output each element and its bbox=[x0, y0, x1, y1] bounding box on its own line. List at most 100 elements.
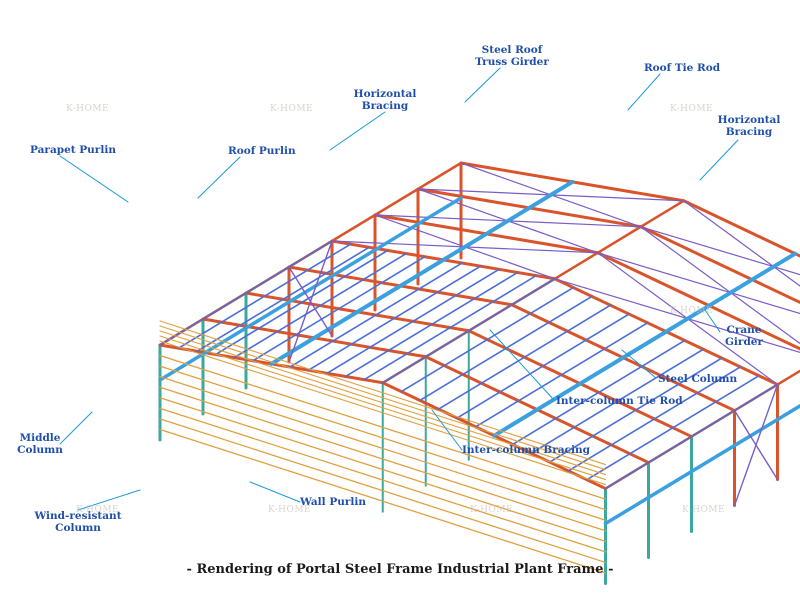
watermark-logo: K-HOME bbox=[670, 306, 714, 316]
roof-purlin bbox=[530, 348, 705, 455]
eave-beam bbox=[373, 187, 420, 217]
parapet-purlin bbox=[159, 325, 607, 471]
label-steel-roof-truss-girder: Steel Roof Truss Girder bbox=[462, 44, 562, 68]
leader-line bbox=[249, 481, 301, 503]
roof-purlin bbox=[586, 374, 760, 481]
roof-purlin bbox=[326, 268, 500, 375]
roof-rafter bbox=[484, 232, 600, 255]
label-line: Roof Purlin bbox=[228, 145, 296, 157]
leader-line bbox=[59, 411, 93, 445]
watermark-logo: K-HOME bbox=[66, 104, 110, 114]
roof-rafter bbox=[707, 304, 800, 351]
leader-line bbox=[704, 309, 721, 333]
wall-purlin bbox=[159, 418, 607, 564]
wall-purlin bbox=[159, 397, 607, 542]
leader-line bbox=[197, 156, 241, 199]
wall-purlin bbox=[159, 428, 607, 574]
label-inter-column-tie-rod: Inter-column Tie Rod bbox=[556, 395, 683, 407]
wall-purlin bbox=[159, 365, 607, 511]
eave-beam bbox=[776, 369, 800, 386]
label-horizontal-bracing-top: Horizontal Bracing bbox=[350, 88, 420, 112]
label-parapet-purlin: Parapet Purlin bbox=[30, 144, 116, 156]
parapet-purlin bbox=[159, 335, 607, 481]
roof-purlin bbox=[159, 240, 333, 346]
label-line: Column bbox=[55, 522, 101, 534]
label-line: Inter-column Bracing bbox=[462, 444, 590, 456]
crane-girder bbox=[158, 196, 463, 382]
roof-rafter bbox=[416, 187, 531, 210]
label-line: Parapet Purlin bbox=[30, 144, 116, 156]
roof-rafter bbox=[750, 278, 800, 305]
label-line: Wind-resistant bbox=[34, 510, 122, 522]
roof-purlin bbox=[289, 262, 463, 368]
roof-purlin bbox=[252, 255, 426, 362]
eave-beam bbox=[639, 199, 685, 229]
roof-purlin bbox=[474, 322, 649, 428]
label-wall-purlin: Wall Purlin bbox=[300, 496, 366, 508]
label-roof-tie-rod: Roof Tie Rod bbox=[642, 62, 722, 74]
roof-rafter bbox=[793, 252, 800, 258]
roof-rafter bbox=[459, 161, 574, 184]
eave-beam bbox=[596, 225, 642, 255]
roof-purlin bbox=[419, 295, 593, 402]
label-line: Wall Purlin bbox=[300, 496, 366, 508]
label-line: Horizontal bbox=[353, 88, 417, 100]
roof-purlin bbox=[456, 313, 630, 419]
label-line: Crane bbox=[726, 324, 762, 336]
label-line: Steel Roof bbox=[481, 44, 543, 56]
roof-purlin bbox=[511, 339, 686, 446]
leader-line bbox=[464, 67, 501, 103]
leader-line bbox=[329, 111, 386, 151]
label-steel-column: Steel Column bbox=[658, 373, 737, 385]
label-roof-purlin: Roof Purlin bbox=[228, 145, 296, 157]
roof-rafter bbox=[682, 199, 797, 256]
label-wind-resistant-column: Wind-resistant Column bbox=[30, 510, 126, 534]
parapet-purlin bbox=[159, 330, 607, 476]
inter-column-bracing bbox=[733, 409, 779, 481]
label-line: Bracing bbox=[361, 100, 409, 112]
roof-rafter bbox=[527, 206, 643, 229]
label-crane-girder: Crane Girder bbox=[714, 324, 774, 348]
inter-column-bracing bbox=[288, 266, 333, 337]
label-line: Roof Tie Rod bbox=[643, 62, 721, 74]
roof-purlin bbox=[400, 286, 575, 393]
label-inter-column-bracing: Inter-column Bracing bbox=[462, 444, 590, 456]
label-line: Horizontal bbox=[717, 114, 781, 126]
parapet-purlin bbox=[159, 340, 607, 486]
eave-beam bbox=[553, 251, 599, 281]
wall-purlin bbox=[159, 386, 607, 532]
roof-purlin bbox=[381, 277, 556, 384]
label-middle-column: Middle Column bbox=[12, 432, 68, 456]
roof-purlin bbox=[567, 366, 742, 472]
roof-purlin bbox=[437, 304, 612, 411]
roof-purlin bbox=[307, 265, 482, 371]
roof-purlin bbox=[549, 357, 723, 463]
watermark-logo: K-HOME bbox=[682, 505, 726, 515]
figure-caption: - Rendering of Portal Steel Frame Indust… bbox=[186, 562, 614, 577]
leader-line bbox=[621, 349, 657, 379]
label-line: Bracing bbox=[725, 126, 773, 138]
leader-line bbox=[77, 489, 141, 511]
watermark-logo: K-HOME bbox=[670, 104, 714, 114]
roof-rafter bbox=[570, 180, 686, 203]
label-line: Inter-column Tie Rod bbox=[556, 395, 683, 407]
eave-beam bbox=[416, 161, 463, 191]
parapet-purlin bbox=[159, 320, 607, 466]
wall-purlin bbox=[159, 354, 607, 500]
label-line: Steel Column bbox=[658, 373, 738, 385]
roof-purlin bbox=[344, 271, 519, 378]
roof-tie-rod bbox=[492, 251, 798, 438]
roof-purlin bbox=[363, 274, 537, 381]
eave-beam bbox=[330, 213, 377, 243]
crane-girder bbox=[603, 403, 800, 526]
leader-line bbox=[59, 155, 129, 203]
roof-rafter bbox=[596, 251, 711, 308]
leader-lines bbox=[59, 67, 739, 511]
roof-purlin bbox=[604, 383, 779, 490]
watermark-logo: K-HOME bbox=[76, 505, 120, 515]
roof-purlin bbox=[177, 243, 352, 349]
label-line: Girder bbox=[724, 336, 764, 348]
leader-line bbox=[699, 139, 739, 181]
roof-purlin bbox=[214, 249, 389, 356]
